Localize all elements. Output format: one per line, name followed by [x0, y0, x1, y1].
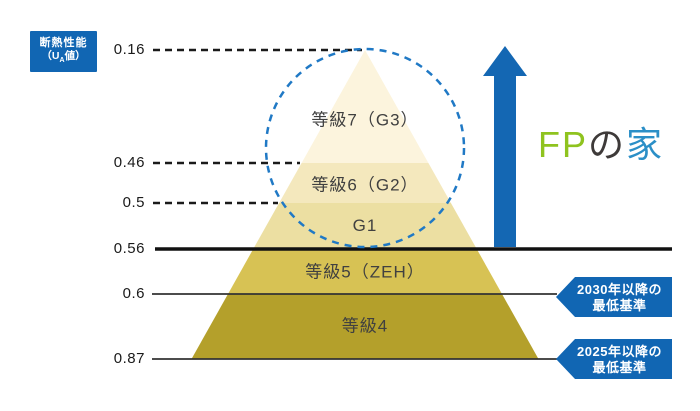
- up-arrow-icon: [483, 46, 527, 247]
- tier-label-grade4: 等級4: [341, 316, 389, 336]
- axis-title-badge: 断熱性能 （UA値）: [30, 31, 97, 72]
- fp-no-ie-logo: FPの家: [538, 127, 664, 163]
- badge-2030-shape: [556, 277, 672, 317]
- tick-label-05: 0.5: [122, 194, 145, 211]
- tier-label-grade5: 等級5（ZEH）: [305, 262, 425, 282]
- tier-label-g1: G1: [352, 216, 378, 235]
- highlight-circle: [264, 47, 466, 249]
- badge-2025-line1: 2025年以降の: [577, 344, 662, 359]
- badge-2030-line1: 2030年以降の: [577, 282, 662, 297]
- badge-2025-line2: 最低基準: [592, 359, 647, 375]
- tick-label-087: 0.87: [113, 350, 145, 367]
- pyramid-tier-g1: [253, 203, 477, 248]
- ua-subscript: A: [59, 57, 65, 65]
- pyramid-tier-grade6: [279, 163, 451, 203]
- badge-2025-shape: [556, 339, 672, 379]
- axis-title-line1: 断熱性能: [39, 36, 88, 49]
- logo-no: の: [588, 124, 627, 165]
- tier-label-grade6: 等級6（G2）: [311, 175, 419, 195]
- badge-2025-text: 2025年以降の 最低基準: [567, 344, 672, 375]
- badge-2030-line2: 最低基準: [592, 297, 647, 313]
- pyramid-tier-grade5: [228, 248, 502, 294]
- tier-label-grade7: 等級7（G3）: [311, 110, 419, 130]
- badge-2030-text: 2030年以降の 最低基準: [567, 282, 672, 313]
- logo-fp: FP: [538, 124, 589, 165]
- pyramid-tier-grade7: [301, 50, 429, 163]
- tick-label-046: 0.46: [113, 154, 145, 171]
- tick-label-016: 0.16: [113, 41, 145, 58]
- pyramid-tier-grade4: [191, 294, 539, 359]
- tick-label-056: 0.56: [113, 240, 145, 257]
- logo-ie: 家: [626, 124, 665, 165]
- axis-title-line2: （UA値）: [41, 50, 86, 65]
- tick-label-06: 0.6: [122, 285, 145, 302]
